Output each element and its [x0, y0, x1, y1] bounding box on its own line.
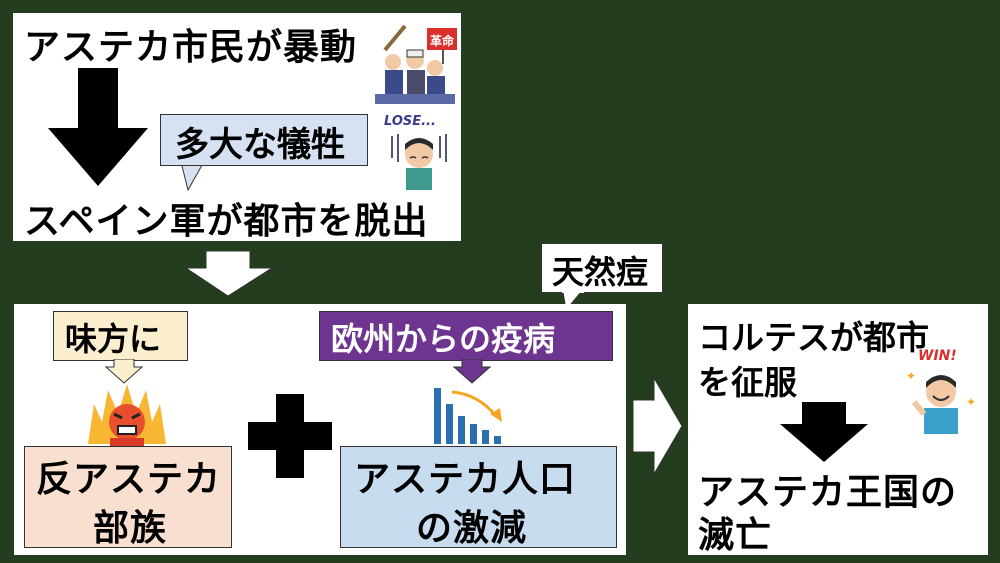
declining-chart-icon: [434, 388, 502, 444]
riot-flag-label: 革命: [430, 33, 455, 48]
callout-tail: [179, 158, 207, 192]
cortes-conquers-line1: コルテスが都市: [698, 318, 929, 357]
down-arrow-icon: [48, 68, 148, 186]
down-arrow-outline-icon: [184, 250, 274, 297]
ally-down-arrow-icon: [104, 359, 144, 384]
population-line1: アステカ人口: [354, 459, 577, 500]
ally-callout: [53, 311, 188, 361]
lose-label: LOSE...: [384, 114, 436, 129]
sad-person-icon: [391, 134, 447, 190]
angry-warrior-icon: [88, 384, 166, 446]
smallpox-callout: [541, 243, 663, 293]
right-arrow-icon: [632, 376, 683, 476]
sacrifice-callout: [160, 114, 368, 166]
disease-down-arrow-icon: [452, 359, 492, 384]
tribes-line2: 部族: [93, 508, 168, 549]
happy-person-icon: ✦ ✦: [906, 369, 976, 434]
cortes-conquers-line2: を征服: [698, 363, 797, 402]
plus-icon: [248, 394, 332, 478]
svg-text:✦: ✦: [906, 369, 916, 383]
tribes-line1: 反アステカ: [36, 459, 222, 500]
empire-fall-line1: アステカ王国の: [698, 472, 958, 513]
svg-text:✦: ✦: [966, 395, 976, 409]
empire-fall-line2: 滅亡: [698, 515, 773, 556]
spanish-retreat-text: スペイン軍が都市を脱出: [24, 201, 429, 242]
fall-down-arrow-icon: [780, 402, 868, 462]
smallpox-label: 天然痘: [552, 253, 649, 291]
anti-aztec-tribes-box: [24, 446, 232, 548]
riot-text: アステカ市民が暴動: [24, 27, 358, 68]
population-decline-box: [340, 446, 617, 548]
sacrifice-label: 多大な犠牲: [175, 125, 345, 165]
win-label: WIN!: [918, 348, 957, 364]
population-line2: の激減: [416, 508, 528, 549]
ally-label: 味方に: [65, 320, 162, 358]
riot-crowd-icon: 革命: [375, 24, 457, 104]
disease-label: 欧州からの疫病: [331, 320, 556, 358]
